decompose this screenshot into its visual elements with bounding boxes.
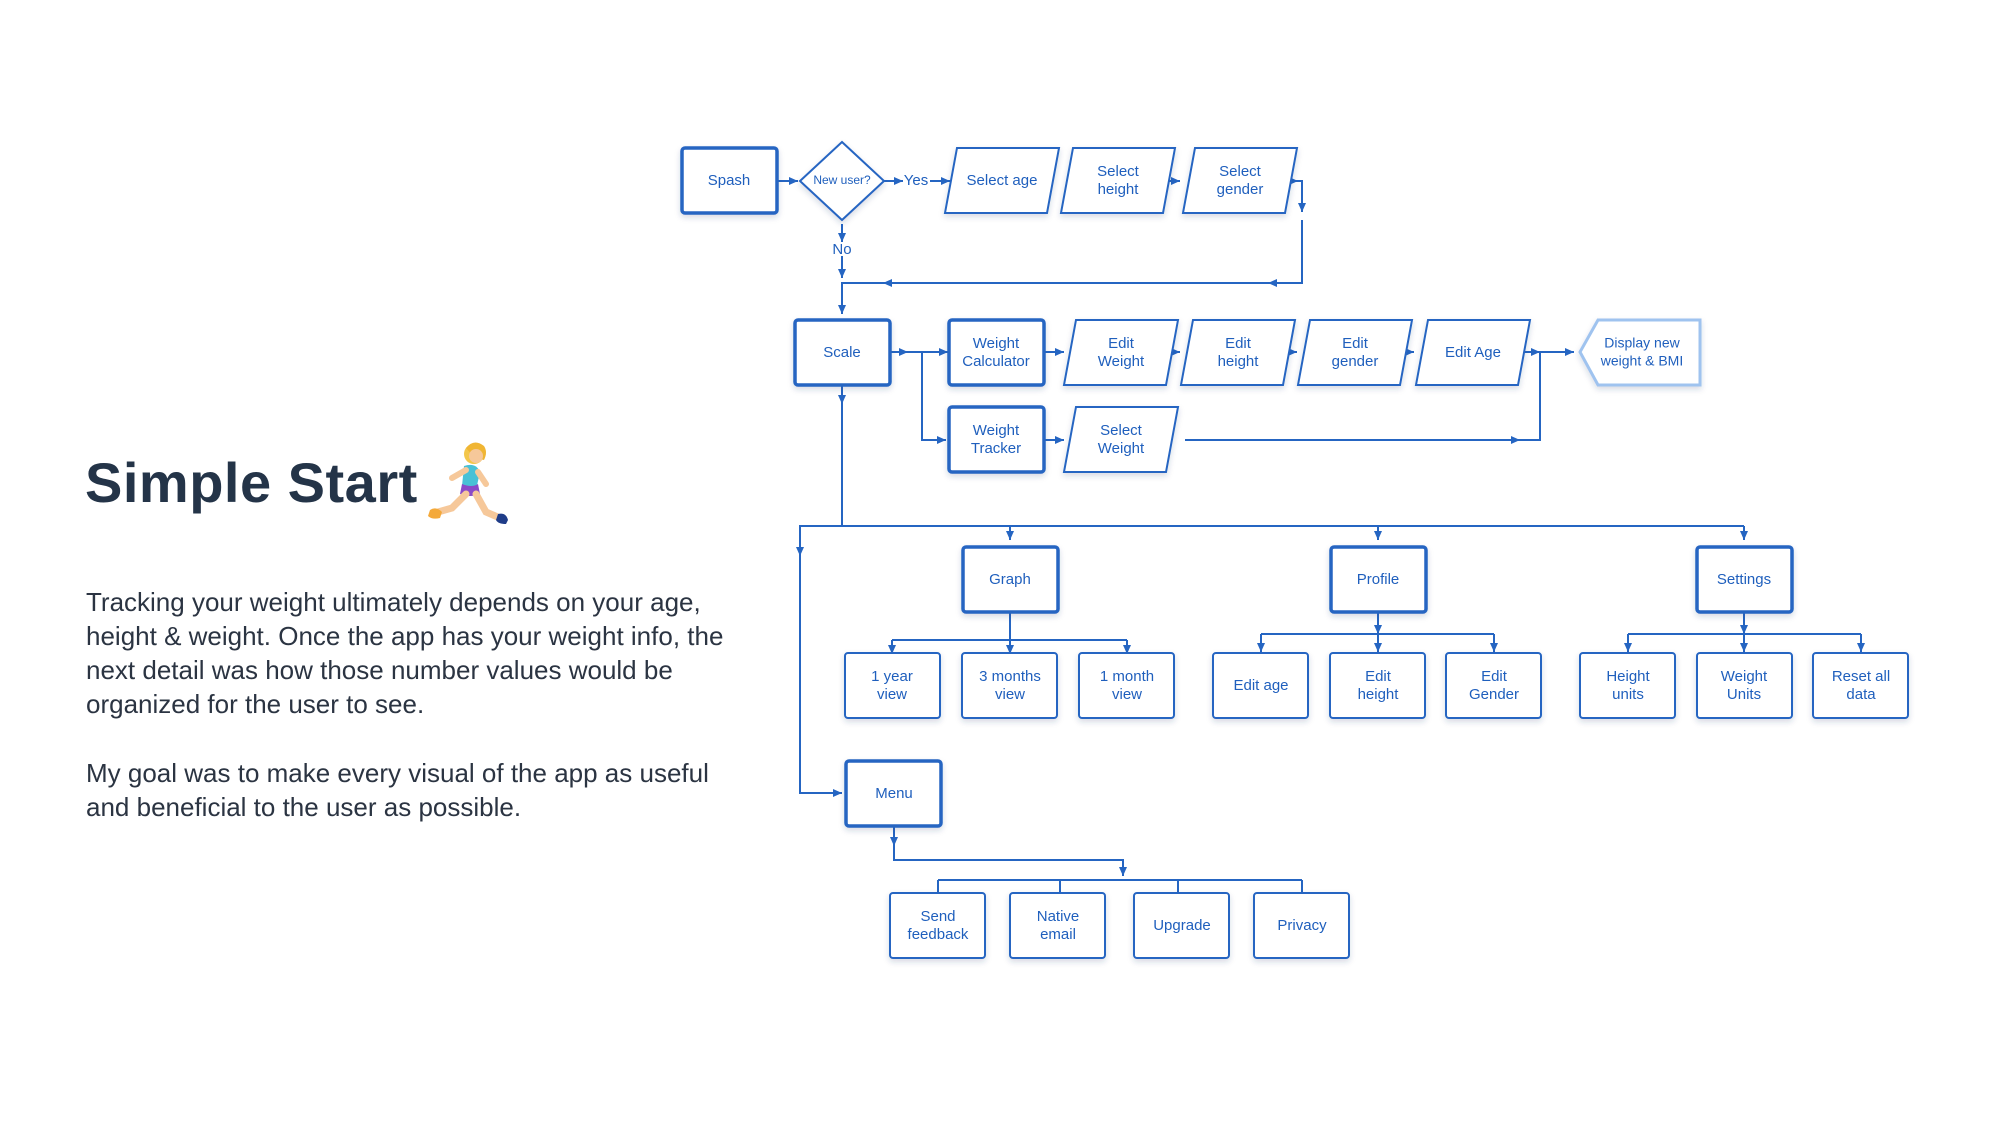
edit-gender-label-1: Edit (1342, 335, 1369, 352)
scale-label: Scale (823, 344, 861, 361)
profile-node (1329, 545, 1428, 614)
scale-node (793, 318, 892, 387)
native-email-label-2: email (1040, 926, 1076, 943)
edit-gender-leaf (1445, 652, 1542, 719)
select-weight-node (1062, 406, 1180, 473)
description-paragraph: Tracking your weight ultimately depends … (86, 587, 724, 719)
display-label-2: weight & BMI (1600, 353, 1683, 369)
send-feedback-label-1: Send (920, 908, 955, 925)
reset-data-node (1812, 652, 1909, 719)
edit-height-leaf-label-2: height (1358, 686, 1400, 703)
year-view-label-2: view (877, 686, 907, 703)
weight-calculator-node (947, 318, 1046, 387)
privacy-node (1253, 892, 1350, 959)
edit-gender-leaf-label-1: Edit (1481, 668, 1508, 685)
upgrade-node (1133, 892, 1230, 959)
send-feedback-node (889, 892, 986, 959)
splash-label: Spash (708, 172, 751, 189)
edit-height-leaf-label-1: Edit (1365, 668, 1392, 685)
reset-data-label-1: Reset all (1832, 668, 1890, 685)
select-age-node (943, 147, 1061, 214)
1-month-label-2: view (1112, 686, 1142, 703)
running-woman-icon (428, 442, 508, 524)
weight-units-label-1: Weight (1721, 668, 1768, 685)
send-feedback-label-2: feedback (908, 926, 969, 943)
new-user-decision (798, 140, 886, 222)
menu-label: Menu (875, 785, 913, 802)
edit-height-label-2: height (1218, 353, 1260, 370)
native-email-node (1009, 892, 1106, 959)
edit-age-label: Edit Age (1445, 344, 1501, 361)
weight-units-label-2: Units (1727, 686, 1761, 703)
native-email-label-1: Native (1037, 908, 1080, 925)
menu-node (844, 759, 943, 828)
year-view-node (844, 652, 941, 719)
splash-node (680, 146, 779, 215)
select-gender-node (1181, 147, 1299, 214)
display-weight-bmi-node (1578, 318, 1702, 387)
3-months-label-2: view (995, 686, 1025, 703)
privacy-label: Privacy (1277, 917, 1327, 934)
edit-gender-leaf-label-2: Gender (1469, 686, 1519, 703)
reset-data-label-2: data (1846, 686, 1876, 703)
page-title: Simple Start (85, 451, 418, 514)
select-height-node (1059, 147, 1177, 214)
edit-height-label-1: Edit (1225, 335, 1252, 352)
graph-node (961, 545, 1060, 614)
select-gender-label-1: Select (1219, 163, 1262, 180)
graph-label: Graph (989, 571, 1031, 588)
connectors (777, 177, 1865, 893)
edit-gender-label-2: gender (1332, 353, 1379, 370)
edit-age-node (1414, 319, 1532, 386)
display-label-1: Display new (1604, 335, 1680, 351)
goal-paragraph: My goal was to make every visual of the … (86, 758, 709, 822)
3-months-view-node (961, 652, 1058, 719)
edit-weight-label-2: Weight (1098, 353, 1145, 370)
select-age-label: Select age (967, 172, 1038, 189)
edit-weight-node (1062, 319, 1180, 386)
height-units-label-1: Height (1606, 668, 1650, 685)
1-month-label-1: 1 month (1100, 668, 1154, 685)
select-weight-label-1: Select (1100, 422, 1143, 439)
edit-age-leaf-label: Edit age (1233, 677, 1288, 694)
weight-tracker-node (947, 405, 1046, 474)
weight-units-node (1696, 652, 1793, 719)
1-month-view-node (1078, 652, 1175, 719)
upgrade-label: Upgrade (1153, 917, 1211, 934)
no-label: No (832, 241, 851, 258)
new-user-label: New user? (813, 173, 871, 187)
height-units-node (1579, 652, 1676, 719)
edit-weight-label-1: Edit (1108, 335, 1135, 352)
profile-label: Profile (1357, 571, 1400, 588)
select-weight-label-2: Weight (1098, 440, 1145, 457)
weight-calculator-label-1: Weight (973, 335, 1020, 352)
edit-height-node (1179, 319, 1297, 386)
weight-tracker-label-2: Tracker (971, 440, 1021, 457)
weight-calculator-label-2: Calculator (962, 353, 1030, 370)
height-units-label-2: units (1612, 686, 1644, 703)
select-height-label-2: height (1098, 181, 1140, 198)
settings-label: Settings (1717, 571, 1771, 588)
edit-age-leaf (1212, 652, 1309, 719)
weight-tracker-label-1: Weight (973, 422, 1020, 439)
edit-height-leaf (1329, 652, 1426, 719)
yes-label: Yes (904, 172, 928, 189)
3-months-label-1: 3 months (979, 668, 1041, 685)
select-height-label-1: Select (1097, 163, 1140, 180)
year-view-label-1: 1 year (871, 668, 913, 685)
edit-gender-node (1296, 319, 1414, 386)
settings-node (1695, 545, 1794, 614)
select-gender-label-2: gender (1217, 181, 1264, 198)
